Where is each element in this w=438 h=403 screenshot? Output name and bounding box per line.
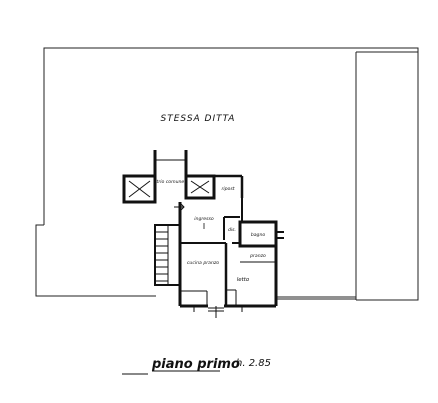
interior-partitions [174, 203, 276, 318]
caption-floor: piano primo [151, 357, 240, 372]
room-label-bagno: bagno [251, 232, 266, 238]
room-label-ripost: ripost [221, 186, 234, 192]
drawing-caption: piano primo h. 2.85 [122, 357, 271, 375]
room-label-pranzo: pranzo [249, 253, 266, 259]
staircase-icon [154, 224, 181, 286]
atrio-label: atrio comune [154, 179, 185, 185]
stair-core [122, 150, 244, 204]
owner-label: STESSA DITTA [161, 114, 236, 124]
room-label-letto: letto [237, 277, 250, 283]
caption-height: h. 2.85 [236, 358, 271, 369]
room-label-cucina-pranzo: cucina pranzo [187, 260, 219, 266]
room-label-atrio: atrio comune [154, 179, 185, 185]
property-outline [35, 47, 419, 301]
room-label-dis: dis. [228, 227, 236, 233]
room-label-ingresso: ingresso [194, 216, 214, 222]
